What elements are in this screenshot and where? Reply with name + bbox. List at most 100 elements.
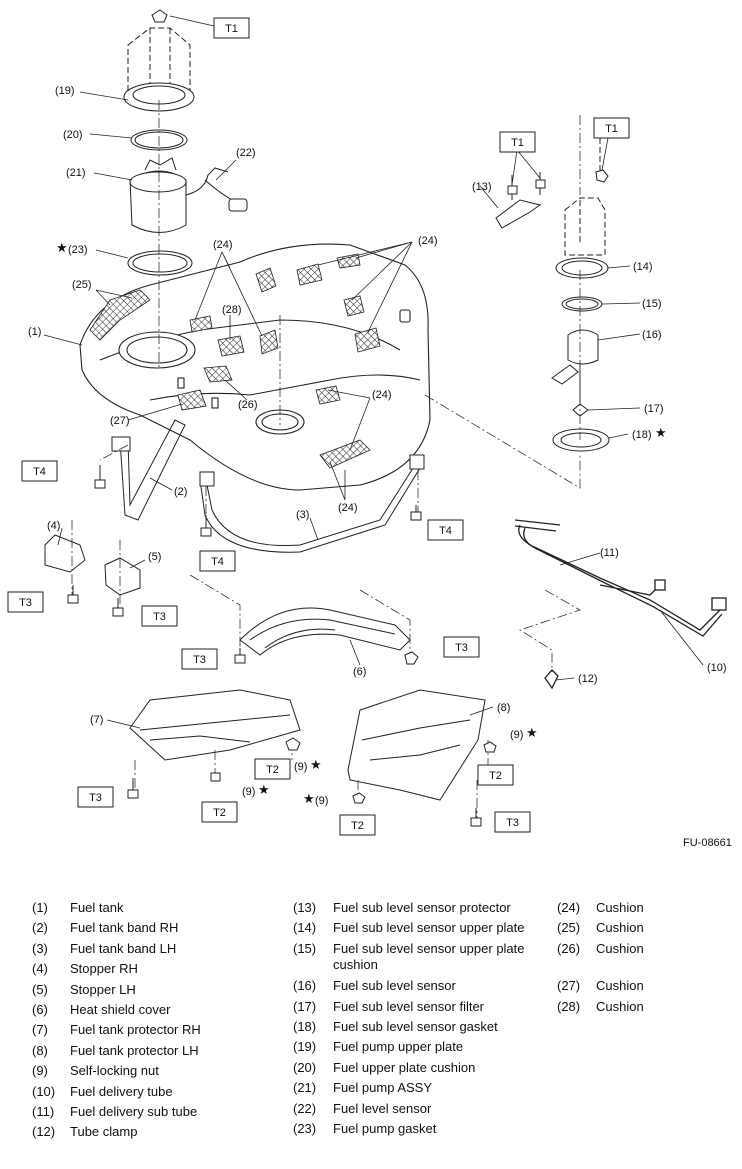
cushion-24h bbox=[315, 385, 341, 405]
legend-item-number: (13) bbox=[293, 900, 317, 915]
legend-item-name: Fuel sub level sensor bbox=[333, 978, 456, 994]
callout-23: (23) bbox=[68, 244, 88, 256]
legend-item-number: (3) bbox=[32, 940, 48, 956]
legend-item-number: (23) bbox=[293, 1121, 317, 1136]
bolt-icon bbox=[507, 185, 518, 195]
nut-icon bbox=[285, 737, 301, 751]
legend-item-number: (9) bbox=[32, 1063, 48, 1079]
callout-10: (10) bbox=[707, 662, 727, 674]
legend-item-number: (14) bbox=[293, 920, 317, 936]
torque-box-t3-rh: T3 bbox=[77, 786, 114, 808]
svg-text:T4: T4 bbox=[211, 556, 224, 568]
legend-item-name: Fuel delivery tube bbox=[70, 1083, 173, 1099]
fasteners bbox=[67, 169, 609, 827]
bolt-icon bbox=[200, 515, 212, 537]
callout-2: (2) bbox=[174, 486, 187, 498]
legend-item-number: (2) bbox=[32, 920, 48, 936]
callout-24-top-left: (24) bbox=[213, 239, 233, 251]
cushion-24c bbox=[336, 253, 361, 269]
svg-text:T3: T3 bbox=[153, 611, 166, 623]
svg-text:T1: T1 bbox=[225, 23, 238, 35]
svg-text:T2: T2 bbox=[489, 770, 502, 782]
torque-box-t2-rh-2: T2 bbox=[201, 801, 238, 823]
svg-text:T1: T1 bbox=[605, 123, 618, 135]
callout-22: (22) bbox=[236, 147, 256, 159]
callout-6: (6) bbox=[353, 666, 366, 678]
svg-text:T4: T4 bbox=[33, 466, 46, 478]
legend-item-number: (12) bbox=[32, 1124, 56, 1140]
callout-9-lh-2: (9) bbox=[315, 795, 328, 807]
callout-26: (26) bbox=[238, 399, 258, 411]
leader-lines bbox=[43, 15, 704, 729]
legend-item-name: Fuel upper plate cushion bbox=[333, 1059, 476, 1075]
torque-box-t2-lh-2: T2 bbox=[339, 814, 376, 836]
legend-item-number: (20) bbox=[293, 1059, 317, 1075]
legend-item-number: (18) bbox=[293, 1019, 317, 1034]
callout-24-top-right: (24) bbox=[418, 235, 438, 247]
legend-item-number: (10) bbox=[32, 1083, 56, 1099]
legend-item-name: Fuel pump upper plate bbox=[333, 1039, 464, 1055]
legend-item-number: (27) bbox=[557, 978, 581, 994]
callout-17: (17) bbox=[644, 403, 664, 415]
bolt-icon bbox=[112, 598, 124, 617]
cushion-24b bbox=[296, 263, 323, 286]
legend-item-number: (22) bbox=[293, 1100, 317, 1116]
callout-27: (27) bbox=[110, 415, 130, 427]
fuel-tank-bands bbox=[111, 419, 425, 553]
callout-8: (8) bbox=[497, 702, 510, 714]
cushion-pads bbox=[89, 253, 381, 469]
nut-icon bbox=[483, 741, 497, 753]
nut-icon bbox=[404, 651, 419, 665]
torque-box-t4-center: T4 bbox=[199, 550, 236, 572]
callout-24-middle: (24) bbox=[372, 389, 392, 401]
bolt-icon bbox=[234, 648, 246, 664]
torque-box-t3-stopper-lh: T3 bbox=[141, 605, 178, 627]
star-9-lh-1: ★ bbox=[526, 725, 538, 740]
legend-item-number: (11) bbox=[32, 1104, 55, 1119]
legend-item-number: (19) bbox=[293, 1039, 317, 1055]
callout-15: (15) bbox=[642, 298, 662, 310]
legend-item-name: Cushion bbox=[596, 900, 644, 915]
legend-item-name: Fuel tank band RH bbox=[70, 920, 179, 936]
nut-icon bbox=[352, 792, 366, 804]
star-23: ★ bbox=[56, 240, 68, 255]
torque-box-t2-rh-1: T2 bbox=[254, 758, 291, 780]
fuel-tank-body bbox=[79, 243, 431, 491]
torque-box-t4-right: T4 bbox=[427, 519, 464, 541]
fuel-tank-protectors bbox=[129, 689, 486, 801]
legend-item-number: (28) bbox=[557, 998, 581, 1014]
callout-1: (1) bbox=[28, 326, 41, 338]
fuel-sub-level-sensor-group bbox=[495, 120, 610, 452]
legend-item-name: Fuel sub level sensor filter bbox=[333, 998, 485, 1014]
bolt-icon bbox=[67, 585, 79, 604]
legend-item-name: Fuel tank protector RH bbox=[70, 1022, 201, 1038]
torque-box-t2-lh-1: T2 bbox=[477, 764, 514, 786]
legend-item-name: Cushion bbox=[596, 978, 644, 994]
star-18: ★ bbox=[655, 425, 667, 440]
torque-box-t1-sub-plate: T1 bbox=[593, 117, 630, 139]
legend-item-name: Fuel tank bbox=[70, 900, 124, 915]
callout-14: (14) bbox=[633, 261, 653, 273]
bolt-icon bbox=[94, 465, 106, 489]
cushion-26 bbox=[203, 365, 233, 383]
callout-21: (21) bbox=[66, 167, 86, 179]
callout-24-bottom: (24) bbox=[338, 502, 358, 514]
heat-shield-cover bbox=[239, 607, 411, 656]
torque-box-t4-left: T4 bbox=[21, 460, 58, 482]
legend-item-number: (17) bbox=[293, 998, 317, 1014]
nut-icon bbox=[595, 169, 609, 183]
cushion-24d bbox=[343, 295, 365, 317]
callout-12: (12) bbox=[578, 673, 598, 685]
nut-icon bbox=[210, 772, 221, 782]
svg-text:T3: T3 bbox=[89, 792, 102, 804]
callout-19: (19) bbox=[55, 85, 75, 97]
legend-item-number: (25) bbox=[557, 920, 581, 936]
legend-item-name: Fuel pump gasket bbox=[333, 1121, 437, 1136]
legend-item-name: Fuel level sensor bbox=[333, 1100, 432, 1116]
svg-text:T1: T1 bbox=[511, 137, 524, 149]
callout-11: (11) bbox=[600, 547, 619, 559]
cushion-25a bbox=[89, 289, 151, 341]
torque-box-t3-shield-left: T3 bbox=[181, 648, 218, 670]
legend-item-name: Fuel tank band LH bbox=[70, 940, 177, 956]
fuel-pump-upper-plate-group bbox=[123, 9, 248, 276]
